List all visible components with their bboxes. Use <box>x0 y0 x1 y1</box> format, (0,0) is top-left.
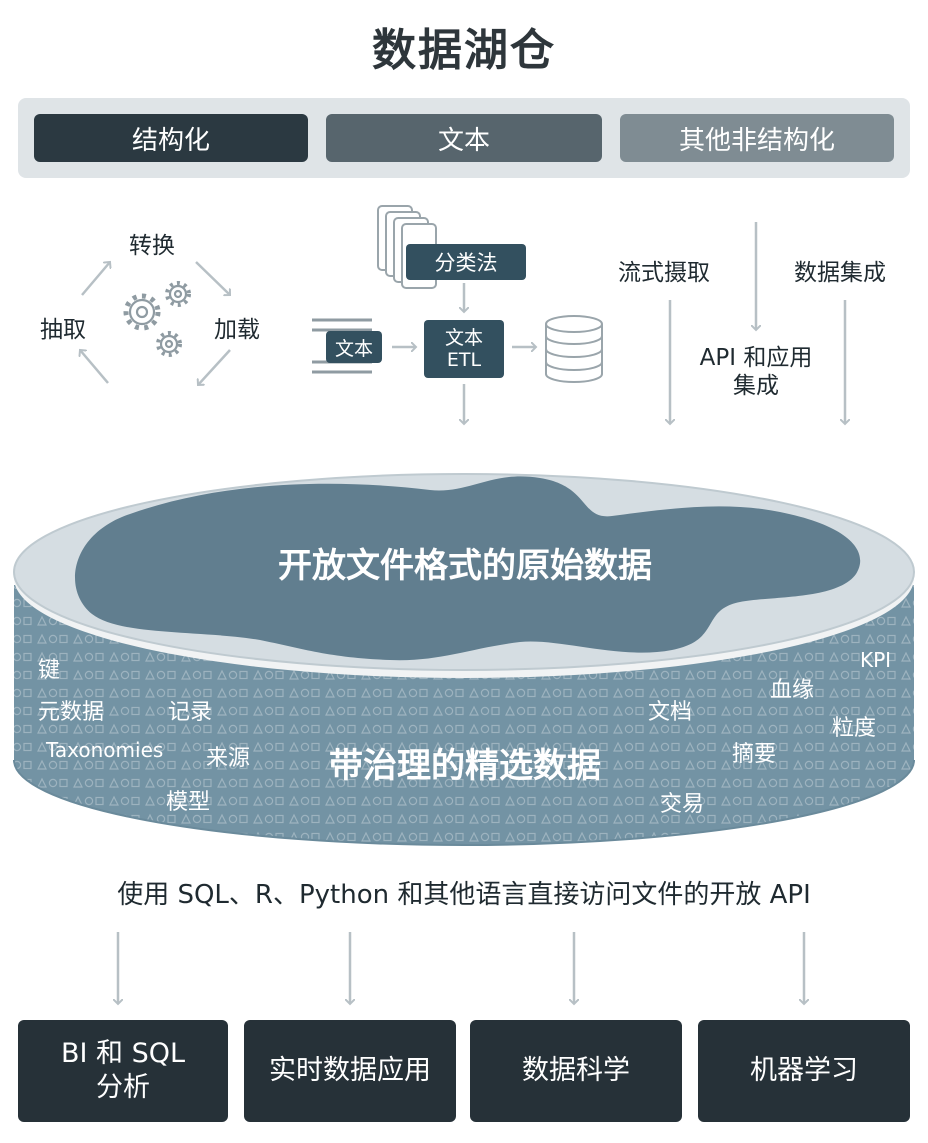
output-machine-learning: 机器学习 <box>698 1020 910 1122</box>
tag-kpi: KPI <box>860 648 892 672</box>
api-integration-line1: API 和应用 <box>699 345 813 371</box>
tag-model: 模型 <box>166 790 211 815</box>
tag-granularity: 粒度 <box>832 716 877 741</box>
tag-taxonomies: Taxonomies <box>46 738 164 762</box>
output-realtime-apps: 实时数据应用 <box>244 1020 456 1122</box>
text-input-box: 文本 <box>326 331 382 363</box>
tag-documents: 文档 <box>648 700 693 725</box>
gears-icon <box>123 281 191 357</box>
tag-summary: 摘要 <box>732 742 777 767</box>
output-bi-sql: BI 和 SQL 分析 <box>18 1020 228 1122</box>
text-etl-box: 文本 ETL <box>424 320 504 378</box>
database-icon <box>545 315 603 383</box>
tag-source: 来源 <box>206 746 251 771</box>
source-other-unstructured: 其他非结构化 <box>620 114 894 162</box>
api-integration-line2: 集成 <box>733 373 779 399</box>
etl-extract-label: 抽取 <box>40 317 86 343</box>
curated-data-label: 带治理的精选数据 <box>329 746 601 786</box>
text-etl-line2: ETL <box>446 349 482 371</box>
output-data-science: 数据科学 <box>470 1020 682 1122</box>
source-structured: 结构化 <box>34 114 308 162</box>
raw-data-label: 开放文件格式的原始数据 <box>278 546 652 586</box>
tag-records: 记录 <box>168 700 213 725</box>
page-title: 数据湖仓 <box>372 25 556 76</box>
streaming-ingest-label: 流式摄取 <box>618 260 710 286</box>
tag-metadata: 元数据 <box>38 700 105 725</box>
tag-transactions: 交易 <box>660 792 705 817</box>
taxonomy-box: 分类法 <box>406 244 526 280</box>
data-lake <box>13 473 915 846</box>
etl-cycle-arrows <box>80 262 230 385</box>
tag-lineage: 血缘 <box>770 678 815 703</box>
etl-load-label: 加载 <box>214 317 260 343</box>
text-etl-line1: 文本 <box>444 327 483 349</box>
api-integration-label: API 和应用 集成 <box>682 344 830 400</box>
source-text: 文本 <box>326 114 602 162</box>
tag-key: 键 <box>38 658 61 683</box>
data-integration-label: 数据集成 <box>794 260 886 286</box>
open-api-label: 使用 SQL、R、Python 和其他语言直接访问文件的开放 API <box>117 880 811 910</box>
etl-transform-label: 转换 <box>129 233 175 259</box>
